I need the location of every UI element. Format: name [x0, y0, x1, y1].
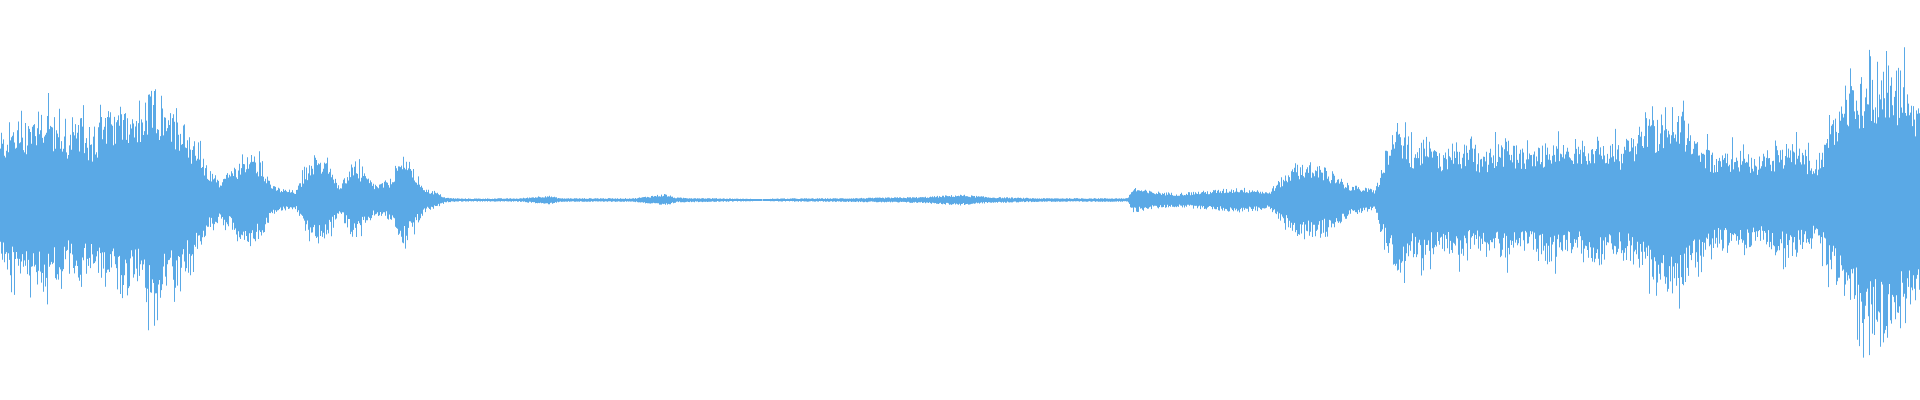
waveform-path	[0, 47, 1920, 358]
waveform-samples	[0, 47, 1920, 358]
